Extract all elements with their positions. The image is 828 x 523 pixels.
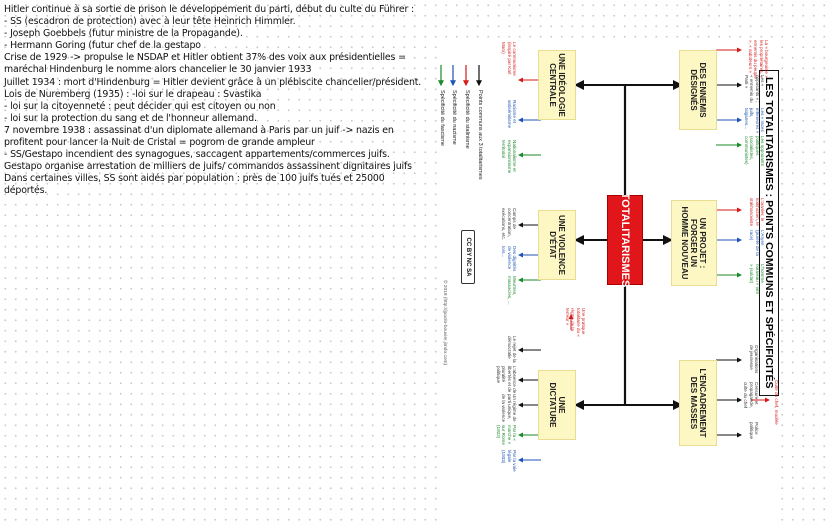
note-line: - loi sur la protection du sang et de l'…	[4, 112, 257, 124]
legend-stalinism: Spécificité du stalinisme	[464, 90, 470, 149]
note-line: - SS/Gestapo incendient des synagogues, …	[4, 149, 390, 161]
leaf-text: Le communisme (inspiré par Karl Marx)	[501, 42, 517, 76]
leaf-text: Police politique	[748, 422, 759, 440]
leaf-text: L'Aryen (pureté de la race)	[749, 230, 765, 256]
leaf-text: L'ouvrier, le kolkhozien, le stakhanovis…	[749, 198, 765, 227]
mindmap-rotated-content: LES TOTALITARISMES : POINTS COMMUNS ET S…	[437, 40, 781, 523]
note-line: - loi sur la citoyenneté : peut décider …	[4, 100, 276, 112]
note-line: Lois de Nuremberg (1935) : -loi sur le d…	[4, 88, 262, 100]
copyright-text: © 2018 (http://jpaolo-bouvier.jimdo.com)	[442, 280, 447, 366]
leaf-text: Un régime de parti unique, de la violenc…	[501, 394, 517, 423]
note-line: déportés.	[4, 185, 48, 197]
leaf-text: Racisme et antisémitisme	[506, 100, 517, 129]
leaf-text: L'homme nouveau « viril » (soldat)	[749, 264, 765, 294]
note-line: 7 novembre 1938 : assassinat d'un diplom…	[4, 124, 394, 136]
box-ideologie: UNE IDÉOLOGIE CENTRALE	[538, 50, 576, 120]
note-line: - Hermann Goring (futur chef de la gesta…	[4, 40, 201, 52]
leaf-text: Les opposants politiques (socialistes, c…	[744, 136, 765, 166]
leaf-text: Les « opposants » ; « ennemis du Parti »	[744, 75, 765, 103]
leaf-text: Par la voie légale (1933)	[501, 450, 517, 472]
box-dictature: UNE DICTATURE	[538, 370, 576, 440]
legend-nazism: Spécificité du nazisme	[451, 90, 457, 145]
leaf-text: Des dignités de violence lors...	[501, 246, 517, 272]
note-line: Hitler continue à sa sortie de prison le…	[4, 4, 414, 15]
leaf-text: Le rejet de la démocratie	[506, 336, 517, 363]
leaf-text: Nationalisme et expansionnisme territori…	[501, 140, 517, 174]
box-violence: UNE VIOLENCE D'ÉTAT	[538, 210, 576, 280]
mindmap-image[interactable]: LES TOTALITARISMES : POINTS COMMUNS ET S…	[437, 40, 781, 523]
note-line: - SS (escadron de protection) avec à leu…	[4, 16, 296, 28]
legend-fascism: Spécificité du fascisme	[439, 90, 445, 146]
leaf-text: Par la « marche » sur Rome (1922)	[496, 425, 517, 445]
box-encadrement: L'ENCADREMENT DES MASSES	[679, 360, 717, 446]
note-line: - Joseph Goebbels (futur ministre de la …	[4, 28, 243, 40]
leaf-text: Meurtres, massacres, ...	[506, 276, 517, 305]
note-line: Crise de 1929 -> propulse le NSDAP et Hi…	[4, 52, 406, 64]
note-line: maréchal Hindenburg le nomme alors chanc…	[4, 64, 312, 76]
leaf-text: Censure et propagande, culte du chef	[743, 382, 759, 409]
note-line: profitent pour lancer la Nuit de Cristal…	[4, 137, 315, 149]
notes-text: Hitler continue à sa sortie de prison le…	[4, 4, 422, 198]
cc-license-badge: CC BY NC SA	[461, 230, 475, 284]
legend-common: Points communs aux 3 totalitarismes	[477, 90, 483, 180]
box-ennemis: DES ENNEMIS DÉSIGNÉS	[679, 50, 717, 130]
leaf-text: La « bourgeoisie » les propriétaires, « …	[748, 40, 769, 79]
leaf-text: Une pratique totalitaire du « règne de l…	[565, 308, 586, 337]
leaf-text: Camps de concentration, exécutions, etc.	[501, 208, 517, 240]
note-line: Dans certaines villes, SS sont aidés par…	[4, 173, 385, 185]
box-homme-nouveau: UN PROJET : FORGER UN HOMME NOUVEAU	[671, 200, 717, 286]
leaf-text: Organisations de jeunesse	[748, 345, 759, 374]
center-node: TOTALITARISMES	[607, 193, 643, 287]
leaf-text: Les « races inférieures » juifs, tsigane…	[744, 108, 765, 134]
leaf-text: L'absence de libertés et de pluralité po…	[496, 366, 517, 394]
note-line: Gestapo organise arrestation de milliers…	[4, 161, 412, 173]
note-line: Juillet 1934 : mort d'Hindenburg = Hitle…	[4, 76, 422, 88]
leaf-text: Culte du chef, modèle	[774, 380, 779, 425]
